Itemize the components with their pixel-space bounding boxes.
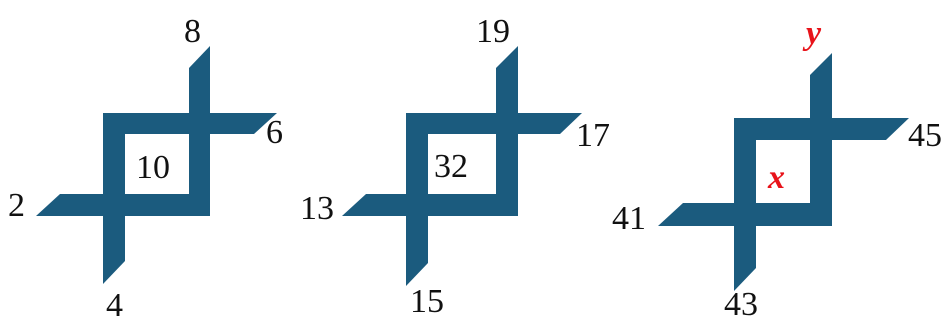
figure-3-center-unknown: x <box>767 159 785 196</box>
figure-1-top-number: 8 <box>184 13 201 50</box>
figure-1-bottom-number: 4 <box>106 287 123 322</box>
figure-3-left-number: 41 <box>612 200 646 237</box>
figure-3: y 45 41 43 x <box>612 15 942 322</box>
figure-1-right-number: 6 <box>266 114 283 151</box>
figure-2-left-number: 13 <box>300 190 334 227</box>
figure-1: 8 6 2 4 10 <box>8 13 283 322</box>
figure-2-top-number: 19 <box>476 13 510 50</box>
figure-3-right-number: 45 <box>908 117 942 154</box>
figure-3-top-unknown: y <box>802 15 822 52</box>
figure-1-left-number: 2 <box>8 187 25 224</box>
figure-2: 19 17 13 15 32 <box>300 13 610 320</box>
figure-2-bottom-number: 15 <box>410 283 444 320</box>
figure-1-center-number: 10 <box>136 149 170 186</box>
figure-2-center-number: 32 <box>434 148 468 185</box>
figure-3-bottom-number: 43 <box>724 286 758 322</box>
figure-2-right-number: 17 <box>576 117 610 154</box>
